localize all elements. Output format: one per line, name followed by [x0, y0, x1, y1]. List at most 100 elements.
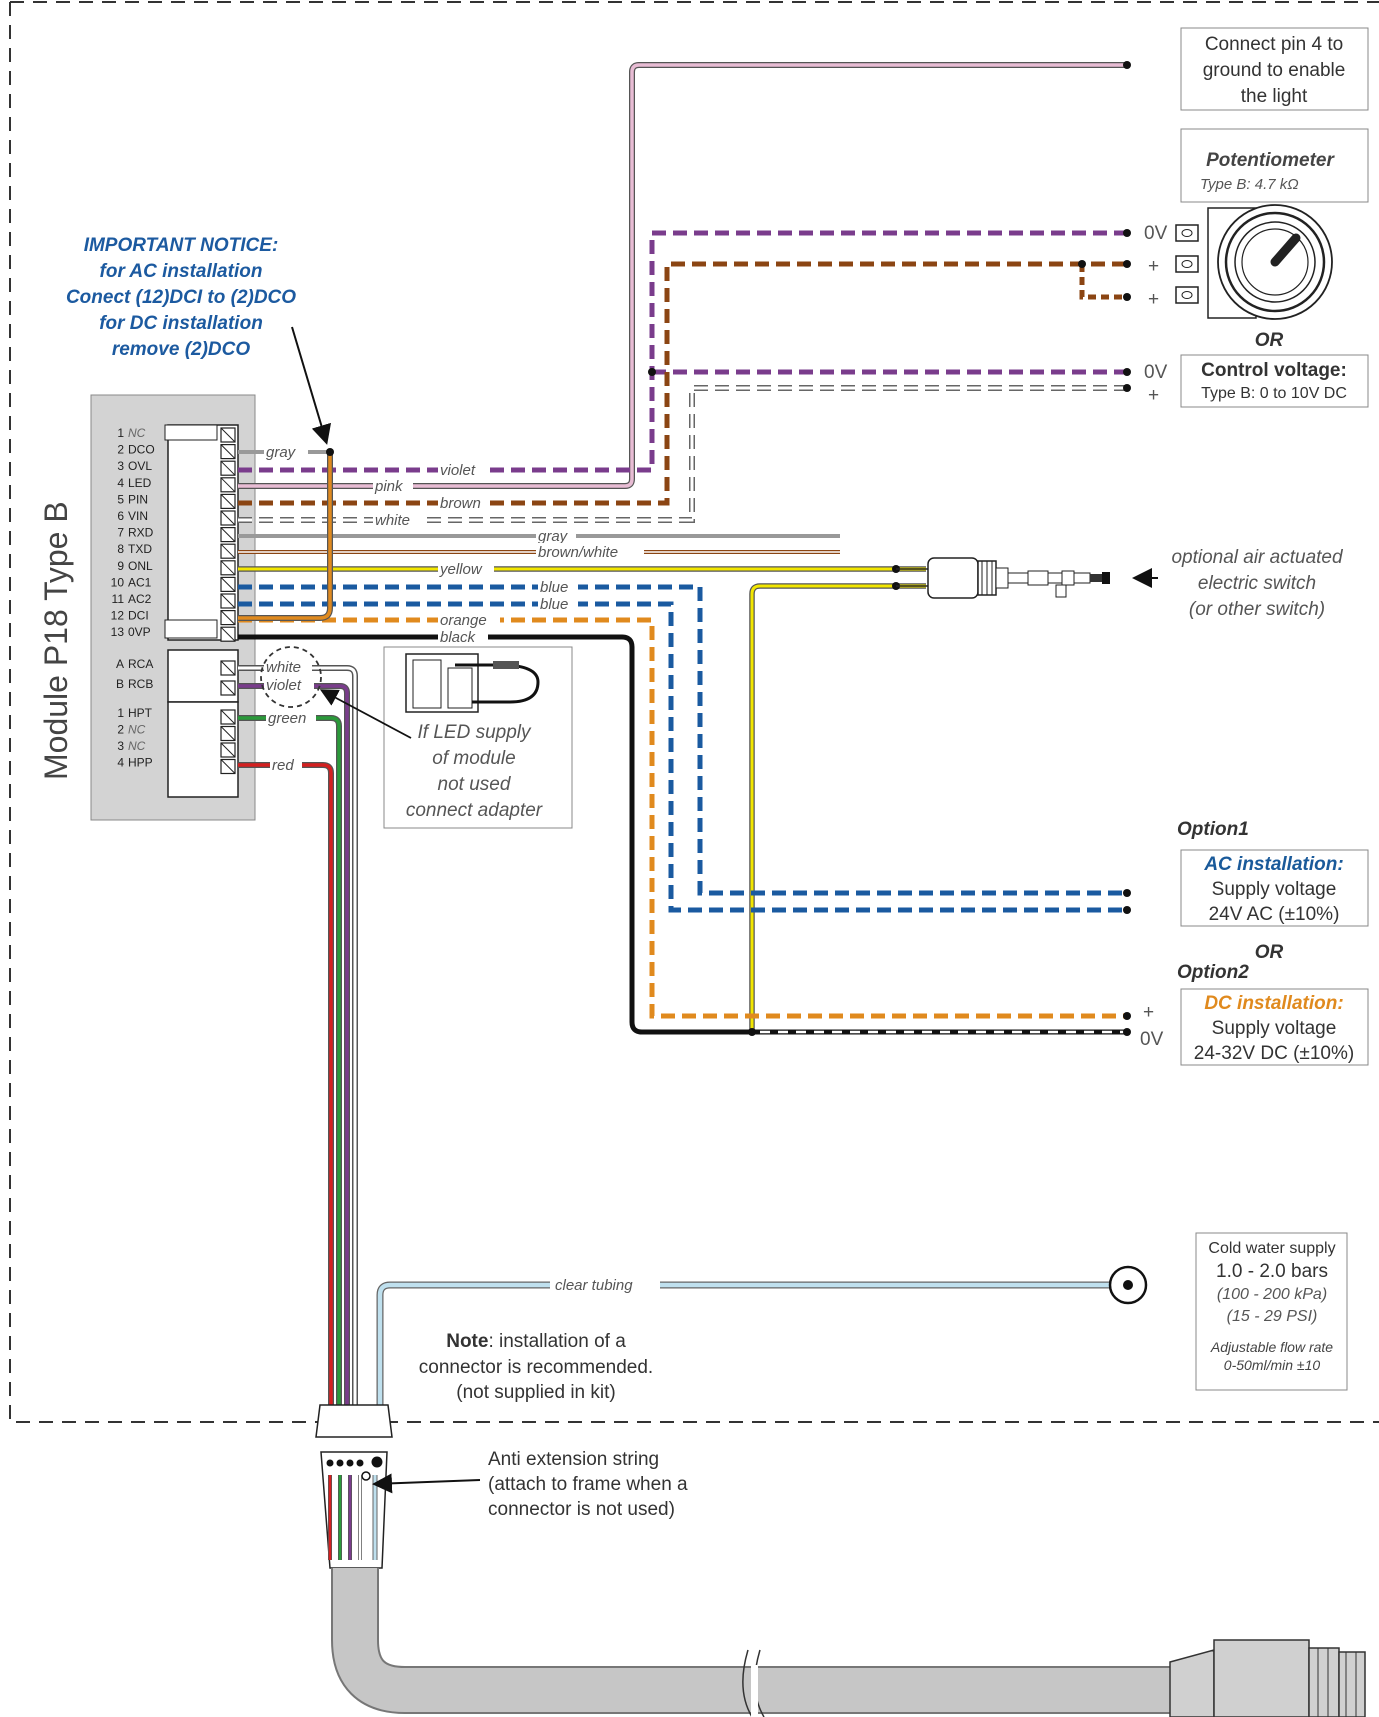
pot-title: Potentiometer: [1206, 150, 1335, 171]
or-label-1: OR: [1255, 330, 1284, 351]
label-black: black: [440, 629, 477, 646]
pink-end-dot: [1123, 61, 1131, 69]
label-blue1: blue: [540, 579, 568, 596]
pin-cell-mark: [220, 477, 236, 493]
pin-label: LED: [128, 476, 152, 490]
dc-terminal-0v: [1123, 1028, 1131, 1036]
wire-orange-dci: [238, 617, 1127, 1019]
water-l1: Cold water supply: [1208, 1240, 1335, 1257]
cv-term-0v: 0V: [1144, 362, 1168, 383]
pin-label: NC: [128, 426, 146, 440]
notice-line: IMPORTANT NOTICE:: [84, 235, 279, 256]
wire-violet-ovl: [238, 230, 1127, 473]
dc-line1: Supply voltage: [1212, 1018, 1337, 1039]
pin-label: NC: [128, 723, 146, 737]
label-brown-white: brown/white: [538, 544, 618, 561]
pin-number: 12: [111, 609, 125, 623]
label-rc-white: white: [266, 659, 301, 676]
led-text-line: connect adapter: [406, 800, 543, 821]
pin-number: 7: [117, 526, 124, 540]
pin-number: 3: [117, 739, 124, 753]
anti-extension-note: Anti extension string (attach to frame wh…: [488, 1449, 688, 1520]
connector-pin-cells: [220, 427, 236, 775]
water-l6: 0-50ml/min ±10: [1224, 1357, 1321, 1373]
pin-cell-mark: [220, 427, 236, 443]
air-switch-icon: [892, 557, 1110, 599]
label-rc-violet: violet: [266, 677, 302, 694]
pot-box: [1180, 128, 1369, 203]
anti-ext-line: (attach to frame when a: [488, 1474, 688, 1495]
pin-number: 6: [117, 509, 124, 523]
pot-term-plus-2: +: [1148, 289, 1159, 310]
pin-number: 4: [117, 756, 124, 770]
light-text-line: Connect pin 4 to: [1205, 34, 1343, 55]
pin-number: 2: [117, 443, 124, 457]
adapter-icon: [405, 653, 540, 713]
wire-green-hpt: [238, 715, 342, 1432]
cv-title: Control voltage:: [1201, 360, 1347, 381]
pin-label: DCI: [128, 609, 149, 623]
label-yellow: yellow: [439, 561, 483, 578]
anti-ext-line: Anti extension string: [488, 1449, 659, 1470]
pin-cell-mark: [220, 709, 236, 725]
ac-terminal-2: [1123, 906, 1131, 914]
pin-label: AC1: [128, 575, 152, 589]
pin-cell-mark: [220, 510, 236, 526]
pin-number: 9: [117, 559, 124, 573]
pin-cell-mark: [220, 543, 236, 559]
ac-terminal-1: [1123, 889, 1131, 897]
label-green: green: [268, 710, 306, 727]
pin-cell-mark: [220, 560, 236, 576]
dc-line2: 24-32V DC (±10%): [1194, 1043, 1354, 1064]
pin-cell-mark: [220, 759, 236, 774]
potentiometer-icon: [1175, 204, 1333, 320]
led-text-line: not used: [438, 774, 512, 795]
kit-boundary: [9, 2, 1379, 1423]
pin-cell-mark: [220, 593, 236, 609]
pin-cell-mark: [220, 527, 236, 542]
label-white: white: [375, 512, 410, 529]
pin-number: 10: [111, 575, 125, 589]
pin-label: TXD: [128, 542, 152, 556]
pin-cell-mark: [220, 610, 236, 625]
pin-label: HPT: [128, 706, 153, 720]
pin-label: RCA: [128, 657, 153, 671]
notice-arrow: [291, 326, 332, 445]
led-text-line: of module: [432, 748, 515, 769]
pin-label: DCO: [128, 443, 155, 457]
pin-cell-mark: [220, 626, 236, 642]
ac-line2: 24V AC (±10%): [1209, 904, 1340, 925]
pin-cell-mark: [220, 660, 236, 676]
important-notice: IMPORTANT NOTICE:for AC installationCone…: [66, 235, 296, 360]
label-brown: brown: [440, 495, 481, 512]
water-l5: Adjustable flow rate: [1210, 1339, 1333, 1355]
light-text-line: the light: [1241, 86, 1308, 107]
pin-label: OVL: [128, 459, 152, 473]
pot-terminals: 0V + +: [1078, 223, 1168, 310]
or-label-2: OR: [1255, 942, 1284, 963]
switch-note-line: optional air actuated: [1171, 547, 1344, 568]
rc-highlight-circle: [260, 646, 322, 708]
water-l2: 1.0 - 2.0 bars: [1216, 1261, 1328, 1282]
cv-subtitle: Type B: 0 to 10V DC: [1201, 385, 1347, 402]
wire-black-0vp: [238, 634, 1127, 1035]
pin-number: 8: [117, 542, 124, 556]
pin-number: B: [116, 677, 124, 691]
ac-line1: Supply voltage: [1212, 879, 1337, 900]
option1-label: Option1: [1177, 819, 1249, 840]
pin-label: RCB: [128, 677, 153, 691]
pin-number: 5: [117, 492, 124, 506]
pin-number: A: [116, 657, 124, 671]
water-l3: (100 - 200 kPa): [1217, 1286, 1327, 1303]
note-line2: connector is recommended.: [419, 1357, 653, 1378]
pin-cell-mark: [220, 680, 236, 696]
pin-label: HPP: [128, 756, 153, 770]
pin-label: ONL: [128, 559, 153, 573]
switch-note-line: (or other switch): [1189, 599, 1325, 620]
notice-line: Conect (12)DCI to (2)DCO: [66, 287, 296, 308]
water-l4: (15 - 29 PSI): [1227, 1308, 1318, 1325]
water-box: [1195, 1232, 1348, 1391]
